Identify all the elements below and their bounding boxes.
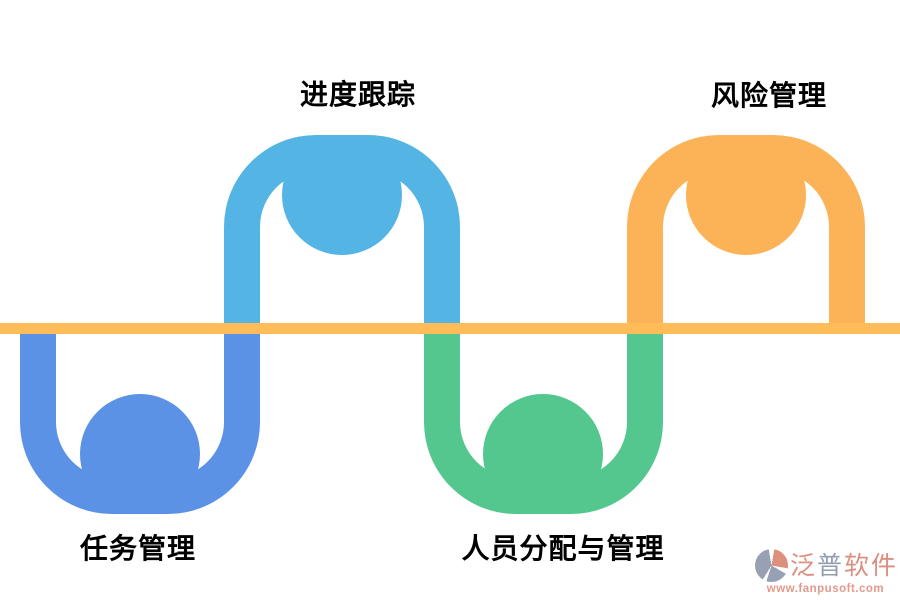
brand-name-char: 件 bbox=[870, 551, 896, 580]
node-circle-personnel bbox=[483, 394, 603, 514]
watermark: 泛 普 软 件 www.fanpusoft.com bbox=[754, 549, 896, 595]
brand-row: 泛 普 软 件 bbox=[754, 549, 896, 582]
brand-name-char: 泛 bbox=[789, 551, 815, 580]
brand-name-char: 普 bbox=[816, 551, 842, 580]
node-label-risk: 风险管理 bbox=[710, 80, 828, 111]
node-circle-progress bbox=[282, 135, 402, 255]
timeline-line bbox=[0, 323, 900, 334]
node-circle-task bbox=[80, 394, 200, 514]
brand-logo-icon bbox=[754, 549, 788, 582]
brand-name-char: 软 bbox=[843, 551, 869, 580]
watermark-url: www.fanpusoft.com bbox=[766, 583, 885, 595]
node-label-task: 任务管理 bbox=[79, 533, 197, 564]
node-label-progress: 进度跟踪 bbox=[299, 79, 417, 110]
node-circle-risk bbox=[686, 135, 806, 255]
node-label-personnel: 人员分配与管理 bbox=[461, 533, 665, 564]
